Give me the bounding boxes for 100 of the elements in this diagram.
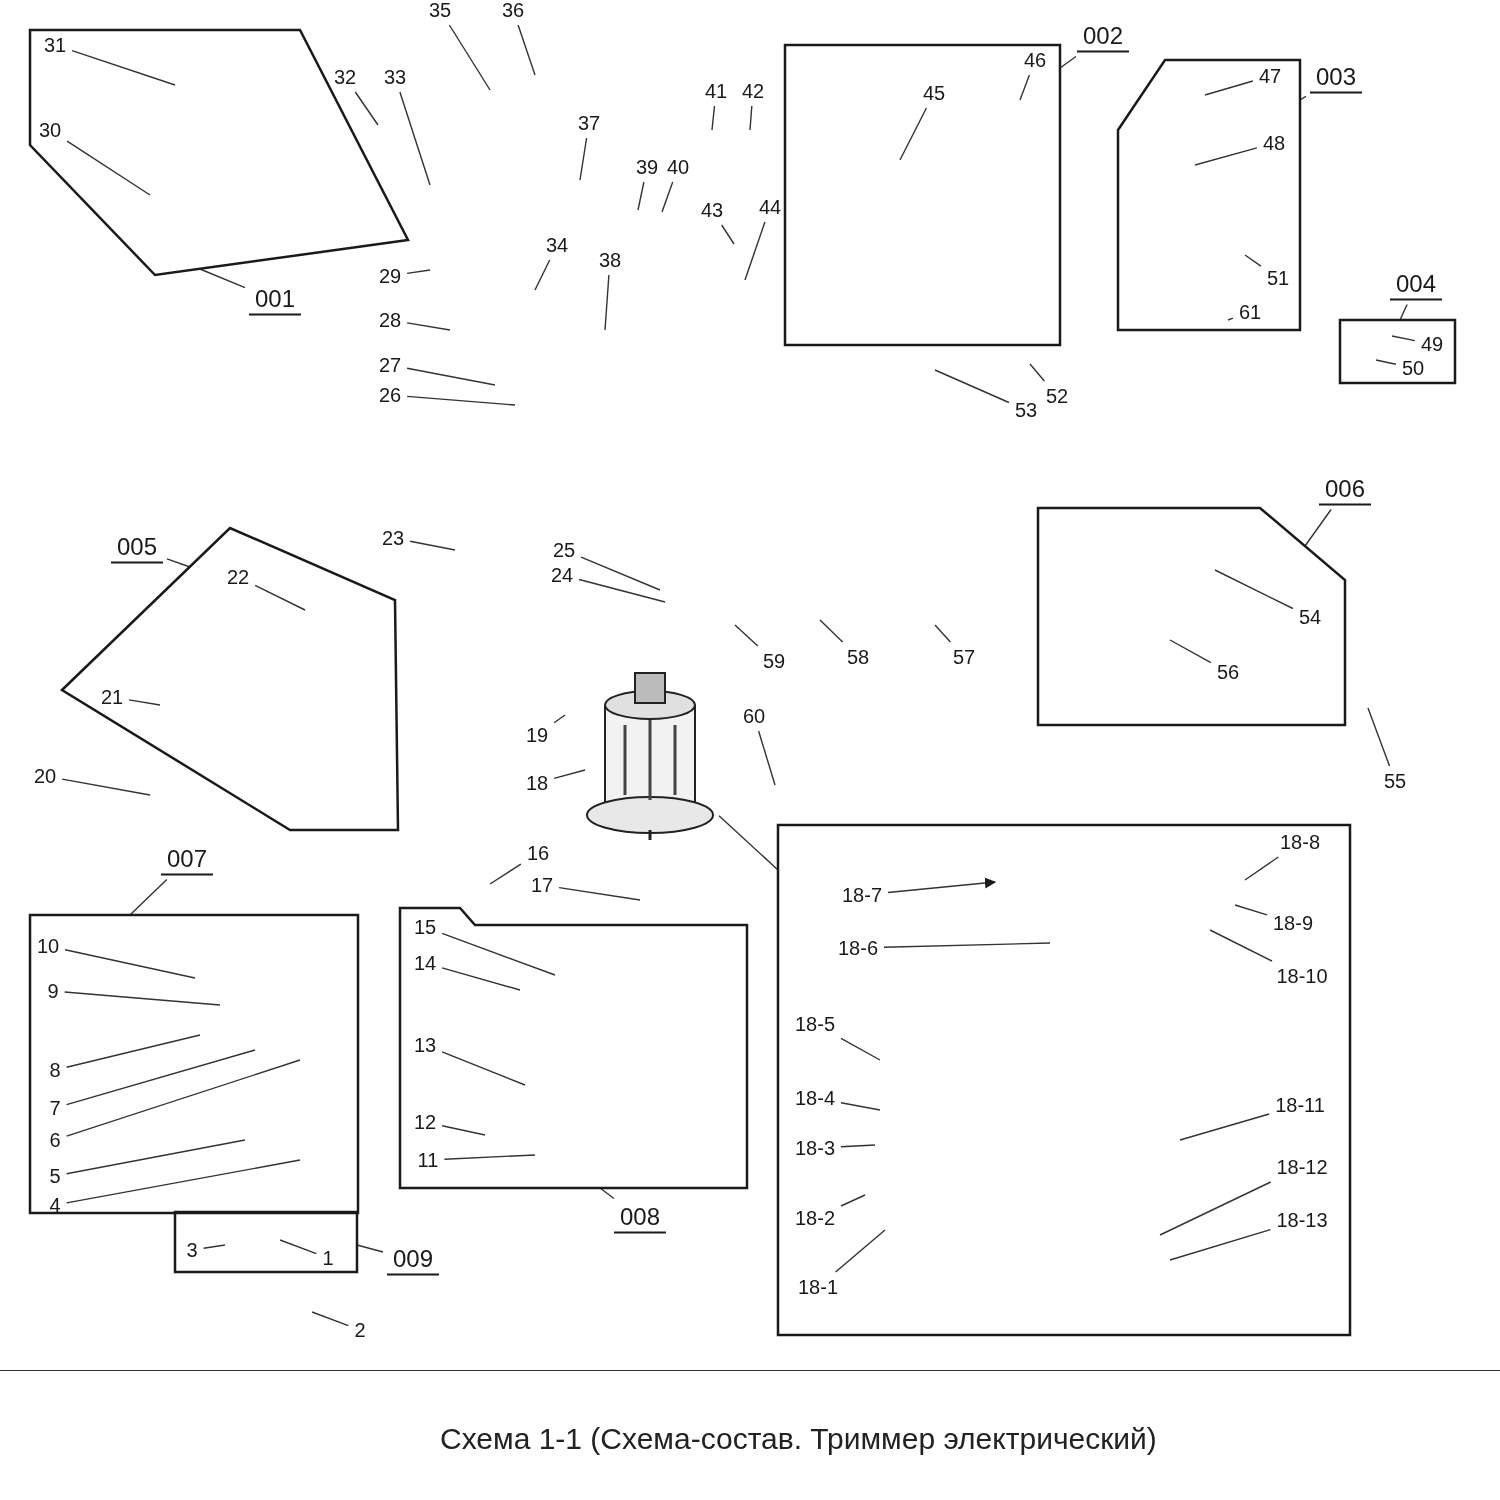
callout-number: 57 bbox=[950, 646, 978, 668]
leader-line bbox=[934, 369, 1010, 404]
leader-line bbox=[406, 269, 431, 275]
leader-line bbox=[711, 105, 716, 131]
leader-line bbox=[441, 967, 521, 991]
leader-line bbox=[579, 137, 588, 181]
callout-number: 18-12 bbox=[1274, 1156, 1330, 1178]
assembly-number: 007 bbox=[161, 844, 213, 876]
leader-line bbox=[744, 221, 766, 281]
callout-number: 18-1 bbox=[796, 1276, 840, 1298]
assembly-number: 003 bbox=[1310, 62, 1362, 94]
callout-number: 61 bbox=[1236, 301, 1264, 323]
callout-number: 53 bbox=[1012, 399, 1040, 421]
callout-number: 18-4 bbox=[793, 1087, 837, 1109]
callout-number: 16 bbox=[524, 842, 552, 864]
leader-line bbox=[887, 877, 997, 894]
callout-number: 30 bbox=[36, 119, 64, 141]
callout-number: 52 bbox=[1043, 385, 1071, 407]
callout-number: 21 bbox=[98, 686, 126, 708]
assembly-frame bbox=[1038, 508, 1345, 725]
leader-line bbox=[441, 1125, 486, 1136]
callout-number: 8 bbox=[47, 1059, 63, 1081]
leader-line bbox=[448, 24, 491, 91]
leader-line bbox=[637, 181, 645, 211]
callout-number: 17 bbox=[528, 874, 556, 896]
leader-line bbox=[599, 1187, 615, 1200]
callout-number: 6 bbox=[47, 1129, 63, 1151]
callout-number: 23 bbox=[379, 527, 407, 549]
callout-number: 49 bbox=[1418, 333, 1446, 355]
leader-line bbox=[64, 949, 196, 979]
leader-line bbox=[356, 1244, 384, 1253]
leader-line bbox=[65, 1034, 201, 1068]
leader-line bbox=[661, 181, 674, 213]
assembly-number: 004 bbox=[1390, 269, 1442, 301]
leader-line bbox=[1169, 639, 1212, 664]
leader-line bbox=[65, 1049, 256, 1106]
leader-line bbox=[578, 578, 666, 603]
callout-number: 34 bbox=[543, 234, 571, 256]
leader-line bbox=[1399, 303, 1408, 321]
leader-line bbox=[399, 91, 431, 186]
leader-line bbox=[553, 769, 586, 780]
callout-number: 2 bbox=[352, 1319, 368, 1341]
callout-number: 10 bbox=[34, 935, 62, 957]
leader-line bbox=[840, 1102, 881, 1111]
callout-number: 43 bbox=[698, 199, 726, 221]
leader-line bbox=[1234, 904, 1268, 916]
leader-line bbox=[604, 274, 610, 331]
callout-number: 18-5 bbox=[793, 1013, 837, 1035]
callout-number: 38 bbox=[596, 249, 624, 271]
leader-line bbox=[406, 395, 516, 406]
leader-line bbox=[199, 268, 246, 289]
leader-line bbox=[63, 991, 221, 1006]
callout-number: 44 bbox=[756, 196, 784, 218]
leader-line bbox=[1304, 508, 1332, 547]
callout-number: 50 bbox=[1399, 357, 1427, 379]
leader-line bbox=[202, 1244, 226, 1249]
callout-number: 28 bbox=[376, 309, 404, 331]
leader-line bbox=[409, 540, 456, 551]
callout-number: 40 bbox=[664, 156, 692, 178]
callout-number: 18-9 bbox=[1271, 912, 1315, 934]
leader-line bbox=[1244, 856, 1279, 881]
leader-line bbox=[66, 140, 151, 196]
leader-line bbox=[1299, 95, 1307, 101]
leader-line bbox=[819, 619, 844, 643]
assembly-number: 002 bbox=[1077, 21, 1129, 53]
leader-line bbox=[840, 1194, 866, 1207]
callout-number: 11 bbox=[415, 1149, 441, 1171]
leader-line bbox=[834, 1229, 886, 1273]
leader-line bbox=[129, 878, 168, 916]
callout-number: 25 bbox=[550, 539, 578, 561]
callout-number: 60 bbox=[740, 705, 768, 727]
leader-line bbox=[65, 1059, 301, 1137]
assembly-frame bbox=[778, 825, 1350, 1335]
leader-line bbox=[840, 1144, 876, 1148]
leader-line bbox=[441, 1051, 526, 1086]
leader-line bbox=[934, 624, 952, 643]
assembly-number: 008 bbox=[614, 1202, 666, 1234]
leader-line bbox=[840, 1037, 881, 1061]
callout-number: 4 bbox=[47, 1194, 63, 1216]
leader-line bbox=[65, 1159, 301, 1204]
leader-line bbox=[71, 50, 176, 86]
callout-number: 20 bbox=[31, 765, 59, 787]
callout-number: 12 bbox=[411, 1111, 439, 1133]
callout-number: 9 bbox=[45, 980, 61, 1002]
callout-number: 18 bbox=[523, 772, 551, 794]
leader-line bbox=[1227, 317, 1234, 321]
assembly-frame bbox=[30, 915, 358, 1213]
callout-number: 7 bbox=[47, 1097, 63, 1119]
leader-line bbox=[553, 714, 566, 724]
assembly-number: 009 bbox=[387, 1244, 439, 1276]
callout-number: 18-6 bbox=[836, 937, 880, 959]
leader-line bbox=[734, 624, 759, 647]
assembly-frame bbox=[1340, 320, 1455, 383]
leader-line bbox=[1169, 1228, 1272, 1261]
leader-line bbox=[757, 730, 776, 786]
leader-line bbox=[1244, 254, 1262, 267]
callout-number: 33 bbox=[381, 66, 409, 88]
leader-line bbox=[721, 224, 735, 245]
leader-line bbox=[61, 778, 151, 796]
callout-number: 19 bbox=[523, 724, 551, 746]
